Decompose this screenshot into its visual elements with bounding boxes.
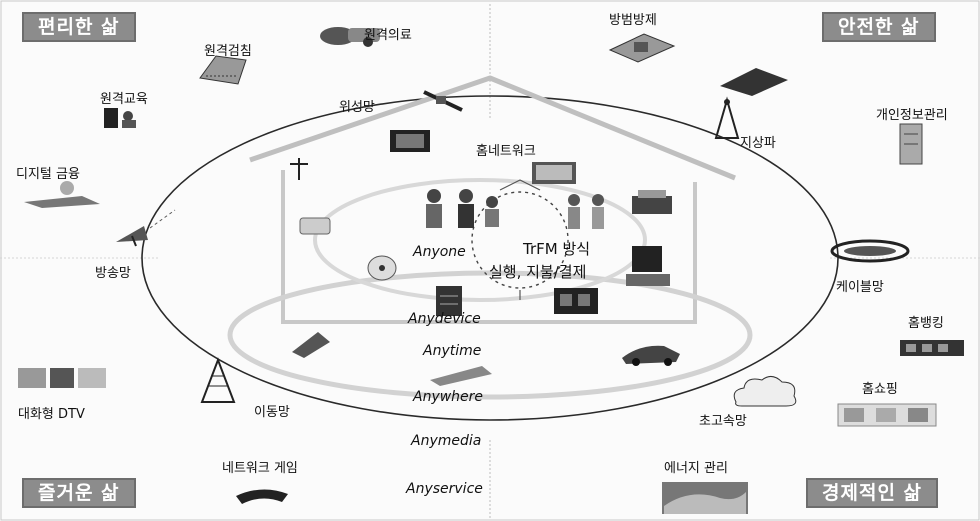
label-remote-medical: 원격의료 bbox=[364, 28, 412, 43]
phone-icon bbox=[292, 332, 330, 358]
label-terrestrial: 지상파 bbox=[740, 136, 776, 151]
center-label-trfm: TrFM 방식 bbox=[523, 240, 591, 258]
router-icon bbox=[299, 217, 331, 235]
remote-checkup-icon bbox=[199, 55, 247, 85]
inner-ring bbox=[313, 178, 647, 302]
computer-icon bbox=[626, 246, 670, 286]
label-broadcast-network: 방송망 bbox=[95, 266, 131, 281]
label-remote-checkup: 원격검침 bbox=[204, 44, 252, 59]
laptop-icon bbox=[430, 366, 492, 386]
label-home-banking: 홈뱅킹 bbox=[908, 316, 944, 331]
label-anymedia: Anymedia bbox=[411, 433, 482, 449]
house-roof bbox=[249, 75, 736, 181]
interactive-dtv-icon bbox=[18, 368, 106, 388]
energy-management-icon bbox=[662, 482, 748, 514]
label-anytime: Anytime bbox=[423, 343, 482, 359]
high-speed-cloud-icon bbox=[733, 376, 797, 407]
antenna-icon bbox=[290, 158, 308, 180]
label-mobile-network: 이동망 bbox=[254, 405, 290, 420]
label-interactive-dtv: 대화형 DTV bbox=[18, 407, 85, 422]
mobile-tower-icon bbox=[200, 357, 236, 403]
center-label-payment: 실행, 지불/결제 bbox=[489, 263, 587, 281]
network-game-icon bbox=[236, 489, 288, 504]
label-digital-finance: 디지털 금융 bbox=[16, 167, 80, 182]
label-anyone: Anyone bbox=[413, 244, 466, 260]
satellite-dish-home-icon bbox=[367, 255, 397, 281]
label-energy-management: 에너지 관리 bbox=[664, 461, 728, 476]
family-icon bbox=[426, 189, 499, 228]
digital-finance-icon bbox=[24, 181, 100, 208]
label-anydevice: Anydevice bbox=[408, 311, 481, 327]
security-vehicle-icon bbox=[720, 68, 788, 96]
printer-icon bbox=[632, 190, 672, 214]
label-home-network: 홈네트워크 bbox=[476, 144, 536, 159]
remote-medical-icon bbox=[320, 27, 380, 47]
remote-education-icon bbox=[104, 108, 136, 128]
label-high-speed-network: 초고속망 bbox=[699, 414, 747, 429]
crime-prevention-icon bbox=[608, 33, 676, 63]
label-anywhere: Anywhere bbox=[413, 389, 484, 405]
home-shopping-icon bbox=[837, 403, 937, 427]
corner-safe-life: 안전한 삶 bbox=[822, 12, 936, 42]
corner-convenient-life: 편리한 삶 bbox=[22, 12, 136, 42]
arrow-top bbox=[499, 179, 541, 191]
label-personal-info: 개인정보관리 bbox=[876, 108, 948, 123]
label-network-game: 네트워크 게임 bbox=[222, 461, 298, 476]
terrestrial-tower-icon bbox=[714, 96, 740, 139]
car-icon bbox=[622, 345, 680, 366]
label-remote-education: 원격교육 bbox=[100, 92, 148, 107]
corner-fun-life: 즐거운 삶 bbox=[22, 478, 136, 508]
home-banking-icon bbox=[900, 340, 964, 356]
center-dotted-circle bbox=[471, 191, 569, 289]
server-icon bbox=[436, 286, 462, 316]
personal-info-server-icon bbox=[899, 123, 923, 165]
flat-tv-icon bbox=[532, 162, 576, 184]
satellite-icon bbox=[423, 90, 463, 112]
broadcast-dish-icon bbox=[116, 226, 148, 247]
people-icon bbox=[568, 194, 604, 229]
label-home-shopping: 홈쇼핑 bbox=[862, 382, 898, 397]
corner-economic-life: 경제적인 삶 bbox=[806, 478, 939, 508]
signal-line bbox=[149, 209, 176, 229]
label-satellite-network: 위성망 bbox=[339, 100, 375, 115]
cable-icon bbox=[830, 239, 910, 263]
tv-screen-icon bbox=[390, 130, 430, 152]
house-walls bbox=[281, 170, 697, 324]
middle-ring bbox=[227, 270, 753, 400]
label-cable-network: 케이블망 bbox=[836, 280, 884, 295]
label-crime-prevention: 방범방제 bbox=[609, 13, 657, 28]
label-anyservice: Anyservice bbox=[406, 481, 483, 497]
appliance-icon bbox=[554, 288, 598, 314]
